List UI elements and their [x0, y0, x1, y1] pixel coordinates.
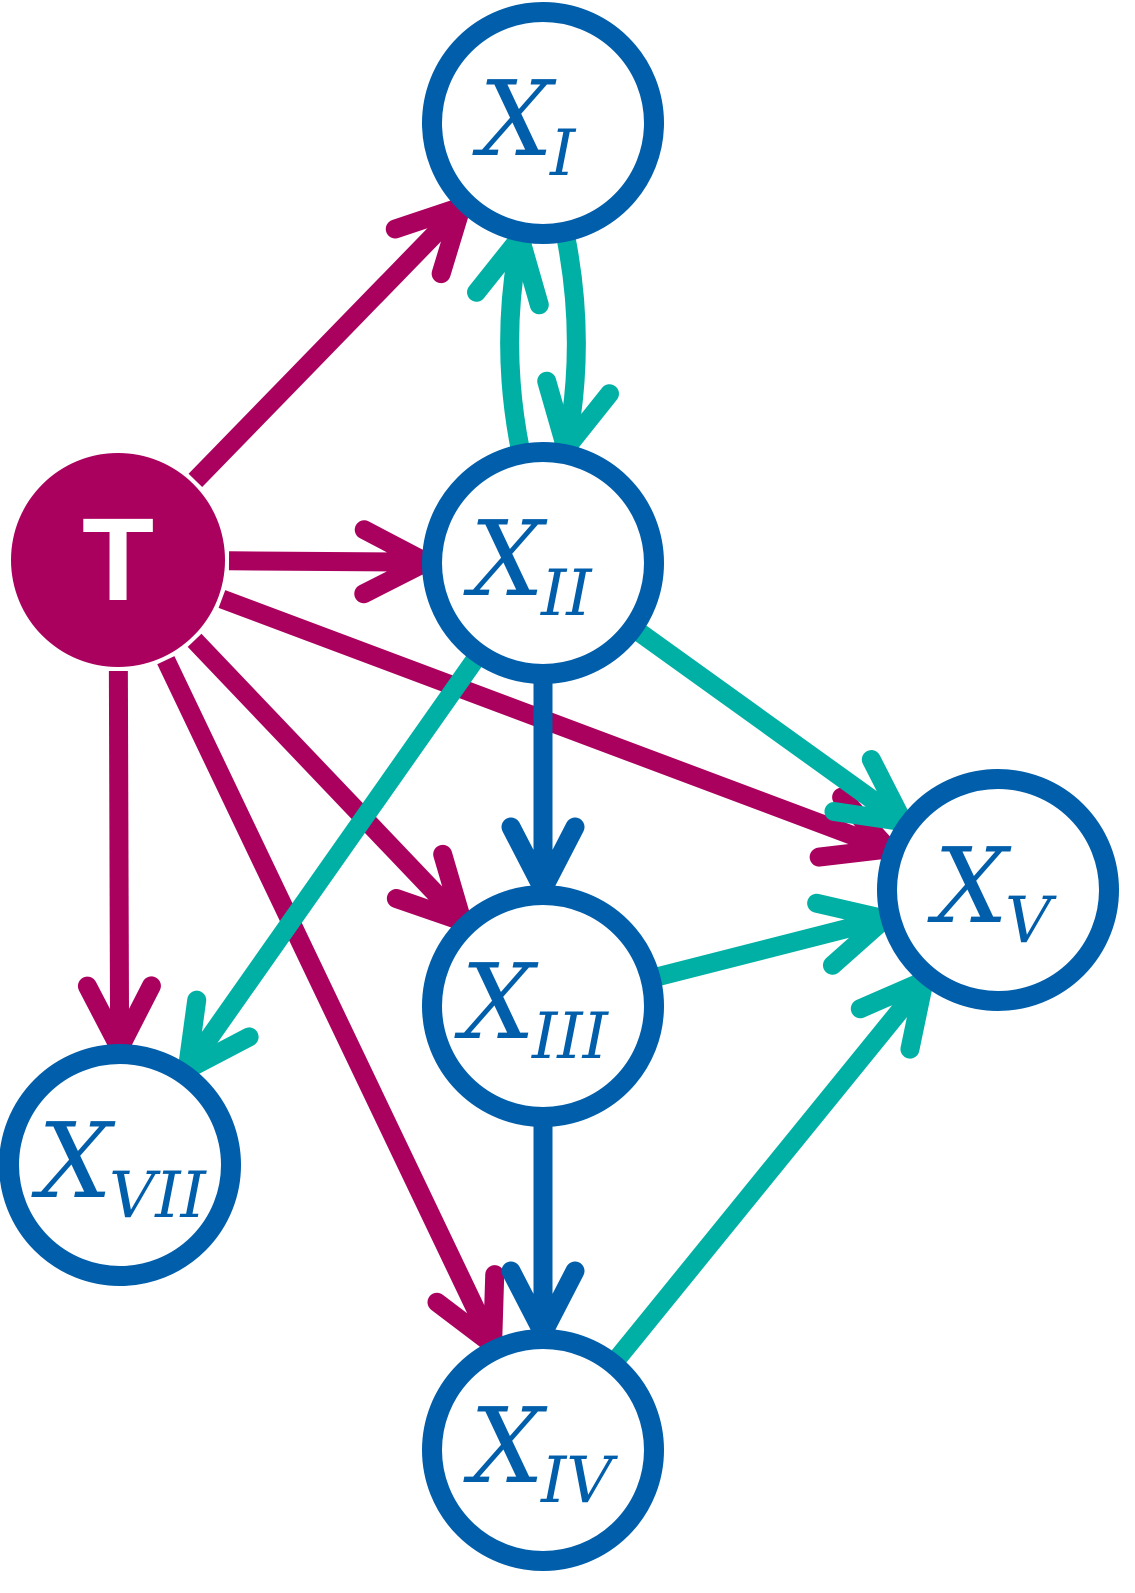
edge-iv-to-v — [608, 971, 934, 1367]
edge-ii-to-v — [630, 622, 913, 832]
edge-t-to-v-line — [218, 590, 892, 858]
node-x-ii-subscript: II — [540, 557, 593, 631]
edge-t-to-i — [188, 197, 471, 488]
node-x-iv-label: X — [463, 1385, 548, 1507]
node-x-i-circle — [422, 2, 664, 244]
edge-iii-to-v-line — [652, 909, 887, 987]
node-x-v-subscript: V — [1005, 884, 1057, 958]
node-x-iii-subscript: III — [531, 1000, 610, 1074]
edge-ii-to-vii-line — [179, 651, 485, 1075]
node-x-iv-circle — [422, 1329, 664, 1571]
edge-t-to-i-line — [188, 200, 469, 488]
node-x-vii-subscript: VII — [109, 1159, 208, 1233]
node-x-vii-circle — [0, 1044, 241, 1286]
node-x-iii-circle — [422, 885, 664, 1127]
node-x-vii-label: X — [31, 1100, 116, 1222]
edge-i-to-ii — [537, 233, 619, 458]
node-x-ii: XII — [422, 442, 664, 684]
edge-iii-to-v — [652, 893, 895, 987]
edge-iii-to-iv — [501, 1121, 585, 1343]
node-x-ii-circle — [422, 442, 664, 684]
node-x-v-label: X — [927, 825, 1012, 947]
node-x-iii-label: X — [454, 941, 539, 1063]
edge-ii-to-i-line — [500, 235, 530, 453]
node-t-label: T — [82, 494, 154, 626]
node-x-iv-subscript: IV — [540, 1444, 618, 1518]
node-x-v-circle — [877, 769, 1119, 1011]
node-x-i: XI — [422, 2, 664, 244]
node-x-v: XV — [877, 769, 1119, 1011]
edge-iv-to-v-line — [608, 974, 932, 1367]
node-x-iv: XIV — [422, 1329, 664, 1571]
edge-t-to-ii-line — [228, 551, 427, 572]
edge-t-to-vii — [77, 670, 161, 1058]
edge-t-to-vii-line — [108, 670, 130, 1049]
edge-i-to-ii-line — [556, 233, 586, 451]
node-x-i-subscript: I — [549, 117, 577, 191]
edge-ii-to-i — [467, 228, 549, 453]
node-t-circle — [11, 453, 225, 667]
node-t: T — [11, 453, 225, 667]
edge-t-to-iii-line — [187, 633, 470, 928]
edge-ii-to-v-line — [630, 622, 909, 830]
edge-t-to-iv-line — [157, 656, 502, 1349]
edge-t-to-ii — [228, 520, 436, 604]
node-x-i-label: X — [472, 58, 557, 180]
node-x-ii-label: X — [463, 498, 548, 620]
